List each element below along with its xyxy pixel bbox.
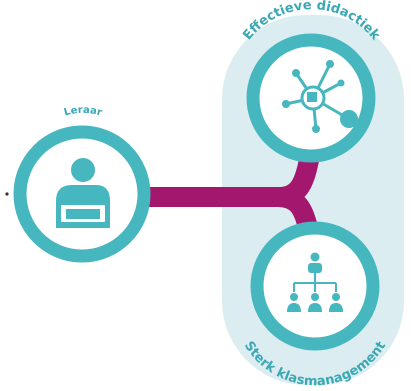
teacher-laptop-icon — [56, 158, 110, 228]
teacher-label: Leraar — [63, 105, 103, 119]
didactics-node — [246, 33, 376, 163]
bullet-dot — [5, 192, 9, 196]
classroom-management-node — [250, 221, 380, 351]
hierarchy-org-icon — [287, 252, 343, 312]
network-hub-icon — [282, 60, 358, 133]
teacher-node — [13, 125, 151, 263]
